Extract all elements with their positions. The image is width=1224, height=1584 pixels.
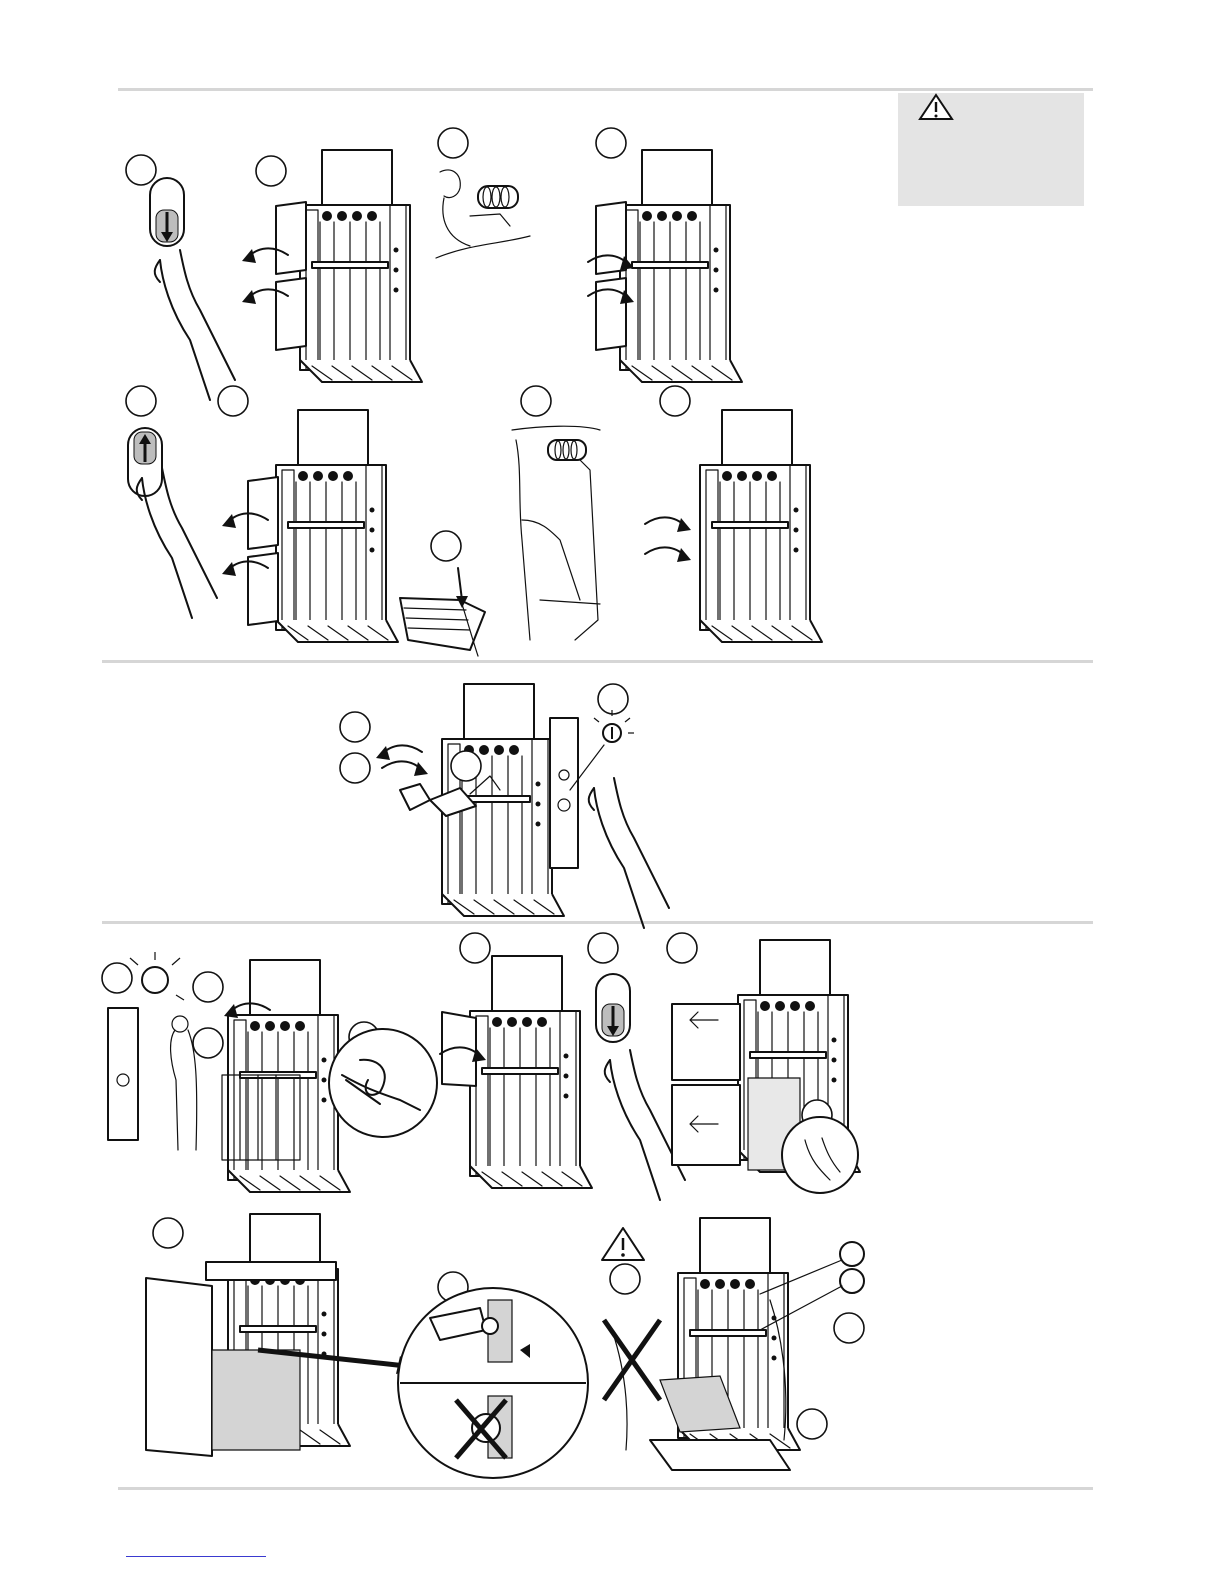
- fig-tie-knot: [329, 1022, 437, 1137]
- callout-circle: [126, 155, 156, 185]
- fig-bale-wires-detail: [667, 933, 860, 1193]
- fig-open-doors-2: [218, 386, 398, 642]
- fig-cardboard-tie: [400, 531, 485, 656]
- fig-thread-wire: [512, 386, 600, 640]
- fig-close-doors-2: [645, 386, 822, 642]
- fig-mount-wire-roll: [436, 128, 530, 258]
- fig-close-doors: [588, 128, 742, 382]
- hand-icon: [155, 250, 235, 400]
- fig-close-upper-door: [440, 933, 592, 1188]
- fig-remove-bale-warning: [602, 1218, 864, 1470]
- fig-load-and-start: [340, 684, 669, 928]
- fig-bale-full-indicator: [102, 952, 350, 1192]
- fig-latch-detail: [398, 1272, 588, 1478]
- indicator-light-icon: [142, 967, 168, 993]
- fig-eject-bale-2: [146, 1214, 412, 1456]
- fig-eject-bale: [588, 933, 685, 1200]
- fig-open-doors: [242, 150, 422, 382]
- fig-button-down: [126, 155, 235, 400]
- fig-button-up: [126, 386, 217, 618]
